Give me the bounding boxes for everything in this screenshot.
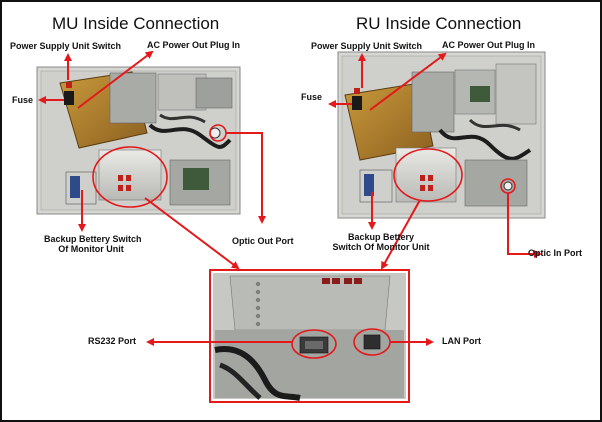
rs232-port-label: RS232 Port: [88, 336, 137, 346]
ru-fuse-label: Fuse: [301, 92, 323, 102]
fuse-icon: [64, 91, 74, 105]
arrows: [38, 50, 542, 346]
optic-port-icon: [503, 181, 513, 191]
mu-unit-photo: [36, 66, 241, 215]
psu-icon: [344, 82, 434, 161]
mu-title: MU Inside Connection: [52, 14, 220, 33]
lan-port-label: LAN Port: [442, 336, 481, 346]
mu-ac-plug-label: AC Power Out Plug In: [147, 40, 241, 50]
monitor-unit-icon: [395, 147, 457, 203]
mu-backup-line1: Backup Bettery Switch: [44, 234, 142, 244]
ru-backup-line1: Backup Bettery: [347, 232, 415, 242]
ru-optic-in-label: Optic In Port: [528, 248, 582, 258]
ru-ac-plug-label: AC Power Out Plug In: [442, 40, 536, 50]
lan-port-icon: [363, 334, 381, 350]
mu-fuse-label: Fuse: [12, 95, 34, 105]
ru-power-switch-label: Power Supply Unit Switch: [311, 41, 423, 51]
mu-optic-out-label: Optic Out Port: [232, 236, 294, 246]
mu-backup-line2: Of Monitor Unit: [58, 244, 124, 254]
fuse-icon: [352, 96, 362, 110]
mu-power-switch-label: Power Supply Unit Switch: [10, 41, 122, 51]
mu-backup-battery-label: Backup Bettery Switch Of Monitor Unit: [44, 234, 142, 254]
ru-backup-line2: Switch Of Monitor Unit: [332, 242, 430, 252]
ru-unit-photo: [337, 51, 546, 219]
ru-title: RU Inside Connection: [356, 14, 522, 33]
ru-backup-battery-label: Backup Bettery Switch Of Monitor Unit: [330, 232, 432, 252]
monitor-unit-closeup: [209, 269, 410, 403]
